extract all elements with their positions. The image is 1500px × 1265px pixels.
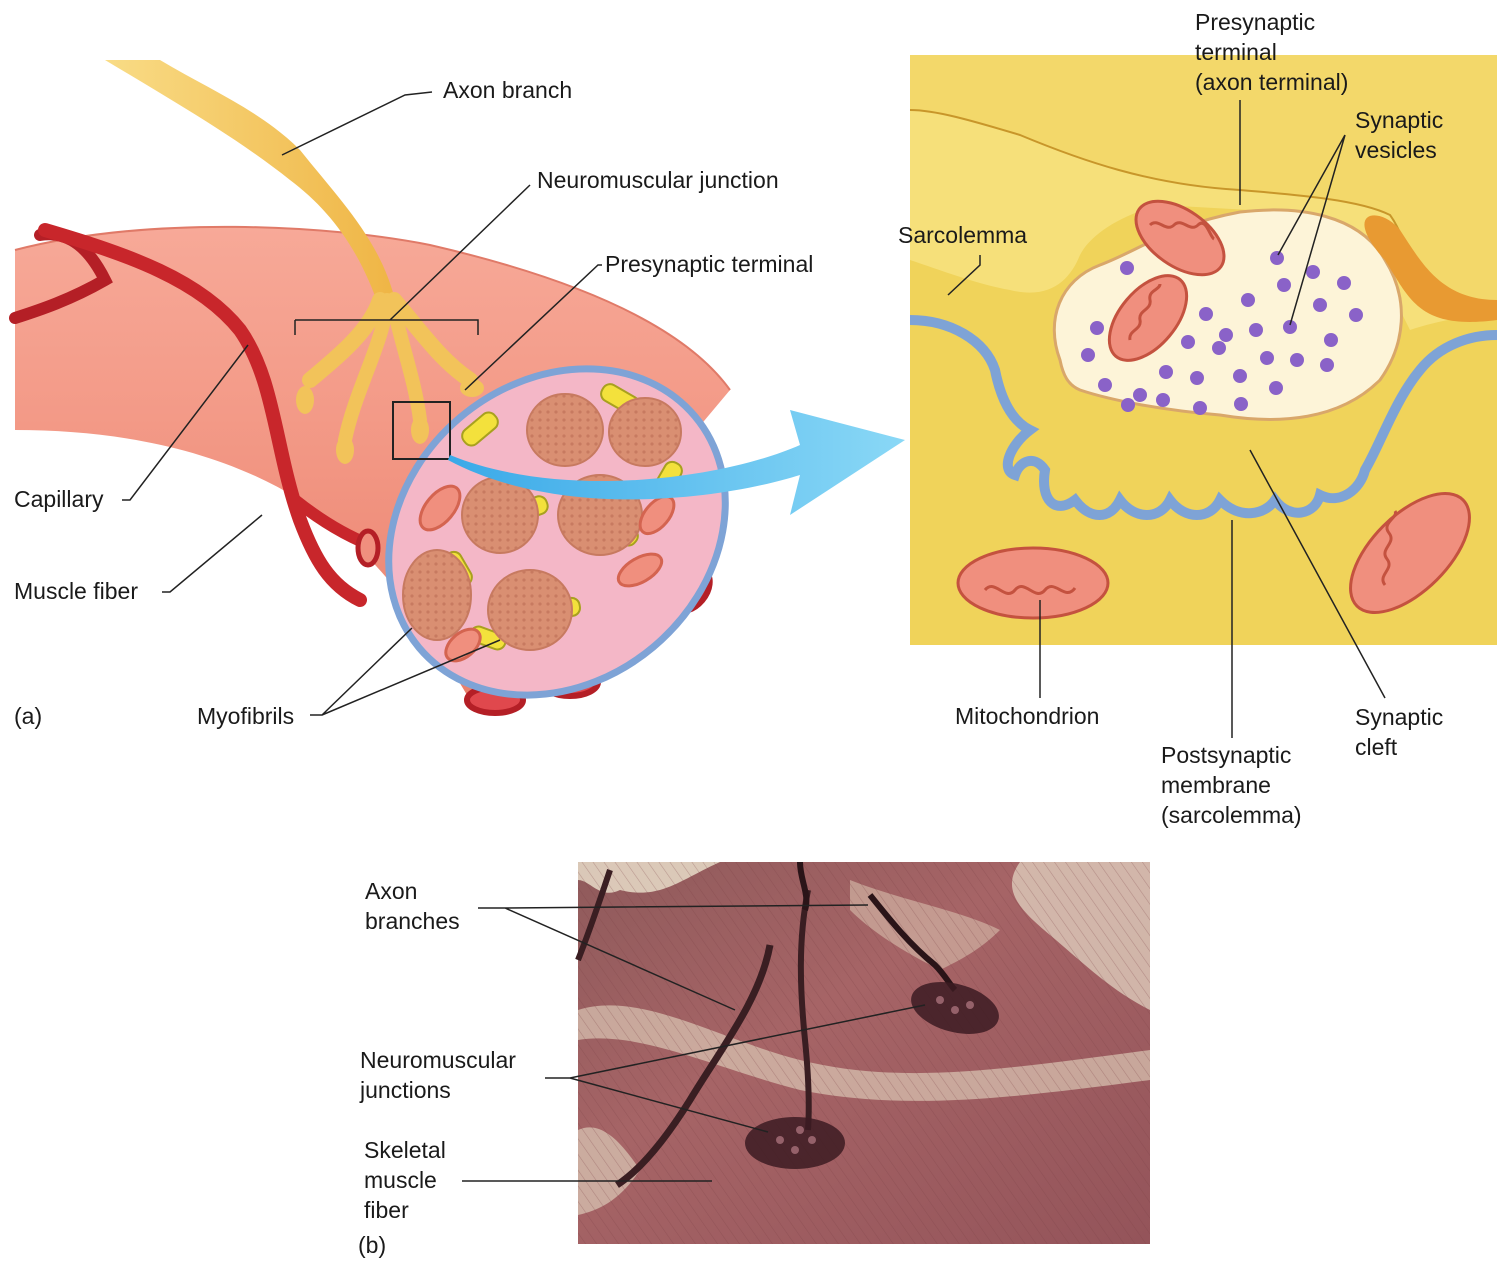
micrograph [578, 862, 1150, 1244]
label-sarcolemma: Sarcolemma [898, 220, 1027, 250]
label-synaptic-vesicles: Synaptic vesicles [1355, 105, 1443, 165]
panel-b-tag: (b) [358, 1230, 386, 1260]
label-skeletal-muscle-fiber: Skeletal muscle fiber [364, 1135, 446, 1225]
label-myofibrils: Myofibrils [197, 701, 294, 731]
label-neuromuscular-junction: Neuromuscular junction [537, 165, 779, 195]
label-neuromuscular-junctions: Neuromuscular junctions [360, 1045, 516, 1105]
label-axon-branch: Axon branch [443, 75, 572, 105]
label-postsynaptic-membrane: Postsynaptic membrane (sarcolemma) [1161, 740, 1302, 830]
label-axon-branches: Axon branches [365, 876, 460, 936]
label-presynaptic-terminal: Presynaptic terminal [605, 249, 813, 279]
label-capillary: Capillary [14, 484, 103, 514]
label-mitochondrion: Mitochondrion [955, 701, 1099, 731]
label-muscle-fiber: Muscle fiber [14, 576, 138, 606]
label-synaptic-cleft: Synaptic cleft [1355, 702, 1443, 762]
panel-a-tag: (a) [14, 701, 42, 731]
label-presynaptic-terminal-detail: Presynaptic terminal (axon terminal) [1195, 7, 1348, 97]
